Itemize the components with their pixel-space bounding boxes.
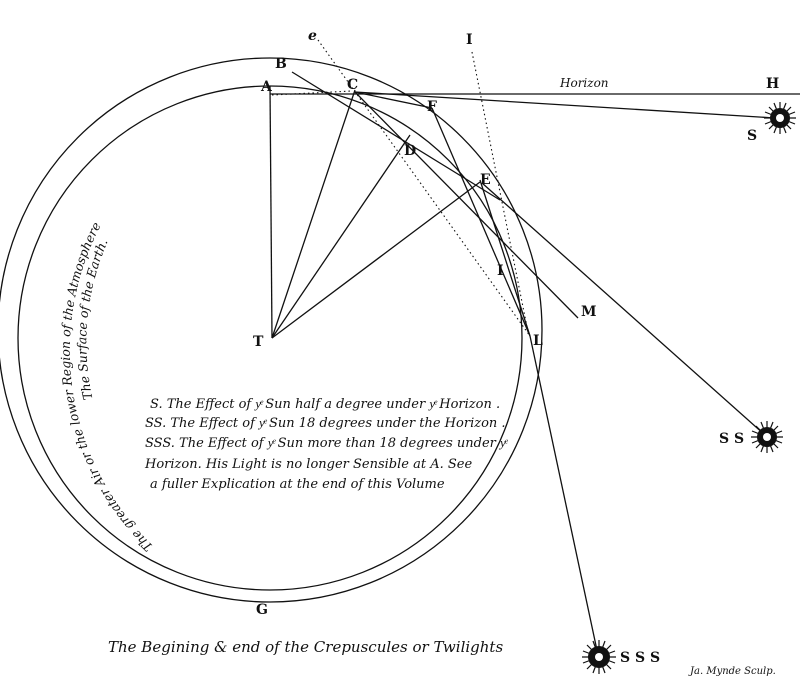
engraver-credit: Ja. Mynde Sculp.: [688, 666, 776, 677]
label-M: M: [581, 304, 597, 320]
legend-line-4: Horizon. His Light is no longer Sensible…: [144, 457, 472, 472]
sun-SS-icon: [751, 421, 783, 453]
ray-C-M: [354, 91, 579, 319]
sun-S-icon: [764, 102, 796, 134]
label-S: S: [747, 128, 757, 144]
label-C: C: [347, 77, 358, 93]
atmosphere-label-path: The greater Air or the lower Region of t…: [58, 219, 156, 554]
atmosphere-label: The greater Air or the lower Region of t…: [58, 219, 156, 554]
legend-line-3: SSS. The Effect of yͤ Sun more than 18 d…: [145, 436, 509, 451]
ray-B-line: [291, 71, 501, 201]
label-I-mid: I: [497, 263, 504, 279]
label-B: B: [275, 56, 287, 72]
label-H: H: [766, 76, 779, 92]
legend: S. The Effect of yͤ Sun half a degree un…: [144, 397, 509, 492]
legend-line-1: S. The Effect of yͤ Sun half a degree un…: [150, 397, 500, 412]
label-e: e: [308, 28, 317, 44]
label-I-top: I: [466, 32, 473, 48]
label-SS: S S: [719, 431, 744, 447]
legend-line-2: SS. The Effect of yͤ Sun 18 degrees unde…: [145, 416, 506, 431]
ray-E-SS: [481, 182, 766, 436]
radius-T-C: [271, 89, 356, 339]
label-SSS: S S S: [620, 650, 660, 666]
legend-line-5: a fuller Explication at the end of this …: [150, 477, 445, 492]
caption: The Begining & end of the Crepuscules or…: [108, 638, 503, 656]
label-A: A: [260, 79, 273, 95]
radius-T-A: [269, 85, 273, 339]
ray-F-L: [431, 107, 531, 337]
radius-T-E: [271, 181, 481, 339]
horizon-label: Horizon: [559, 76, 609, 90]
label-L: L: [533, 333, 543, 349]
label-E: E: [480, 172, 491, 188]
label-G: G: [256, 602, 268, 618]
atmosphere-circle: [0, 57, 543, 603]
radius-T-D: [271, 134, 411, 339]
ray-E-L: [479, 179, 531, 337]
label-F: F: [427, 99, 437, 115]
label-D: D: [404, 143, 416, 159]
ray-C-S: [354, 91, 776, 119]
label-T: T: [253, 334, 264, 350]
ray-C-F: [354, 91, 433, 109]
ray-L-SSS: [529, 335, 599, 656]
sun-SSS-icon: [582, 640, 616, 674]
